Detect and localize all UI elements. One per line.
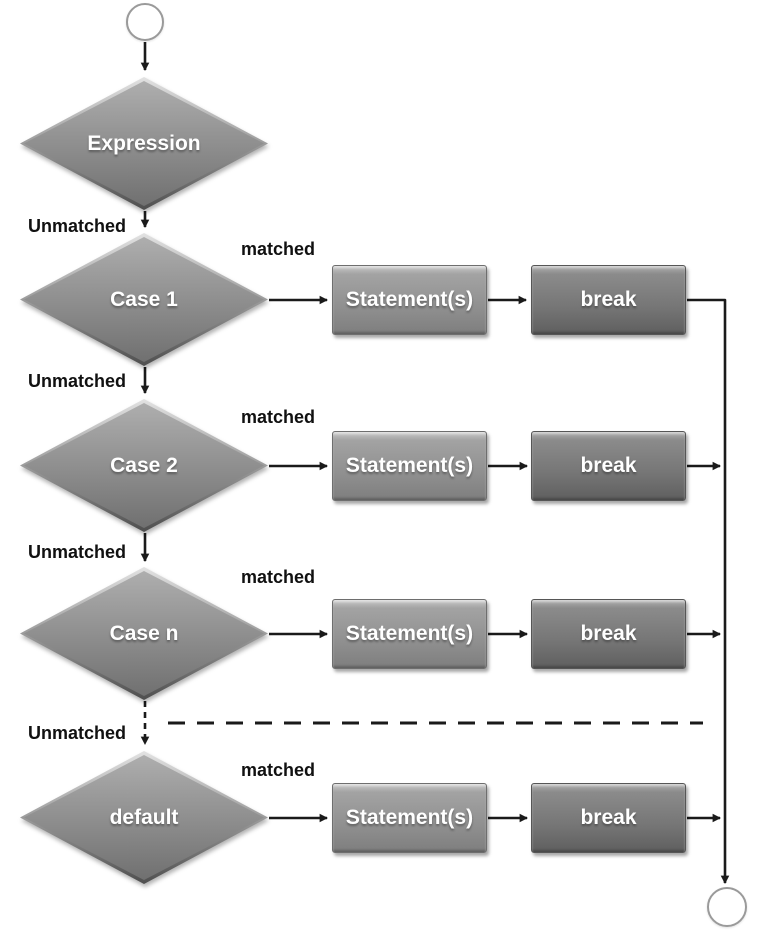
break-box-4: break <box>531 783 686 853</box>
casen-label: Case n <box>109 621 179 645</box>
end-terminal <box>707 887 747 927</box>
statement-label-4: Statement(s) <box>345 806 474 829</box>
break-box-3: break <box>531 599 686 669</box>
start-terminal <box>126 3 164 41</box>
unmatched-label-3: Unmatched <box>28 542 127 562</box>
case2-decision: Case 2 <box>20 399 268 532</box>
break-label-1: break <box>580 288 637 311</box>
break-label-3: break <box>580 622 637 645</box>
unmatched-label-2: Unmatched <box>28 371 127 391</box>
case2-label: Case 2 <box>110 453 178 477</box>
case1-decision: Case 1 <box>20 233 268 366</box>
matched-label-3: matched <box>240 567 316 587</box>
expression-label: Expression <box>87 131 201 155</box>
statement-label-1: Statement(s) <box>345 288 474 311</box>
unmatched-label-4: Unmatched <box>28 723 127 743</box>
default-decision: default <box>20 751 268 884</box>
matched-label-1: matched <box>240 239 316 259</box>
break-box-2: break <box>531 431 686 501</box>
unmatched-label-1: Unmatched <box>28 216 127 236</box>
matched-label-2: matched <box>240 407 316 427</box>
break-label-2: break <box>580 454 637 477</box>
casen-decision: Case n <box>20 567 268 700</box>
matched-label-4: matched <box>240 760 316 780</box>
statement-box-2: Statement(s) <box>332 431 487 501</box>
statement-label-2: Statement(s) <box>345 454 474 477</box>
statement-box-4: Statement(s) <box>332 783 487 853</box>
case1-label: Case 1 <box>110 287 178 311</box>
statement-box-1: Statement(s) <box>332 265 487 335</box>
expression-decision: Expression <box>20 77 268 210</box>
break-box-1: break <box>531 265 686 335</box>
connector-break1-to-end <box>687 298 730 884</box>
break-label-4: break <box>580 806 637 829</box>
statement-box-3: Statement(s) <box>332 599 487 669</box>
default-label: default <box>109 805 179 829</box>
statement-label-3: Statement(s) <box>345 622 474 645</box>
